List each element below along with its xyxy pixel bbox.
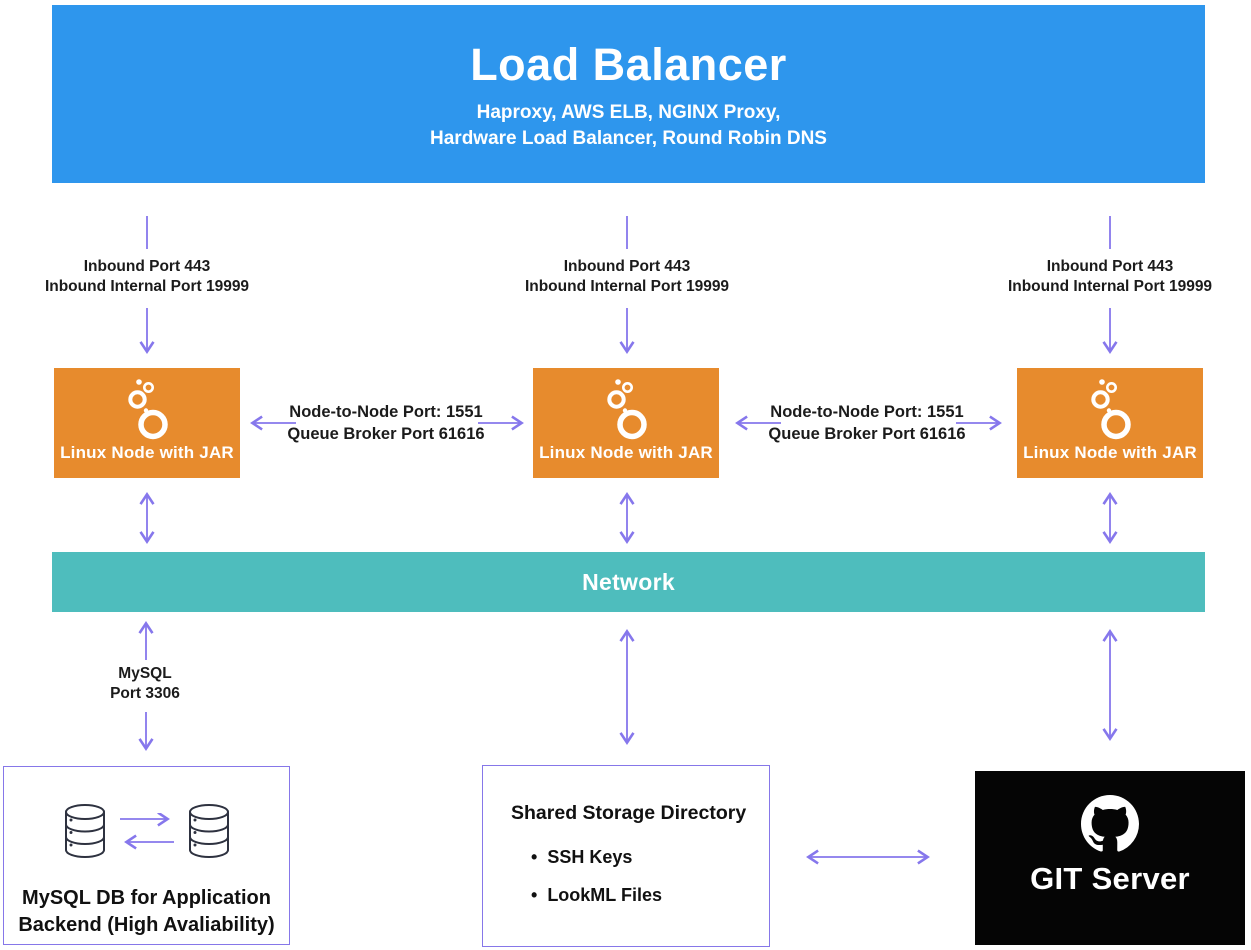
node-link-label-left: Node-to-Node Port: 1551 Queue Broker Por…	[276, 401, 496, 445]
looker-icon	[1091, 379, 1131, 440]
mysql-db-label-line2: Backend (High Avaliability)	[18, 914, 275, 936]
inbound-label-left-line1: Inbound Port 443	[83, 258, 211, 275]
mysql-port-label-line1: MySQL	[118, 665, 172, 682]
linux-node-box-left: Linux Node with JAR	[54, 368, 240, 478]
list-item: SSH Keys	[531, 847, 769, 868]
inbound-label-right-line1: Inbound Port 443	[1046, 258, 1174, 275]
inbound-label-left: Inbound Port 443 Inbound Internal Port 1…	[27, 257, 267, 297]
mysql-db-label-line1: MySQL DB for Application	[22, 887, 271, 909]
linux-node-box-middle: Linux Node with JAR	[533, 368, 719, 478]
node-link-label-right-line1: Node-to-Node Port: 1551	[770, 403, 964, 421]
database-icon	[64, 804, 105, 858]
git-server-label: GIT Server	[1030, 861, 1190, 896]
load-balancer-title: Load Balancer	[470, 39, 787, 90]
looker-icon	[128, 379, 168, 440]
database-icon	[188, 804, 229, 858]
inbound-label-right-line2: Inbound Internal Port 19999	[1007, 278, 1213, 295]
replication-arrows-icon	[119, 813, 174, 850]
mysql-port-label: MySQL Port 3306	[65, 664, 225, 704]
node-link-label-left-line2: Queue Broker Port 61616	[287, 425, 485, 443]
network-label: Network	[582, 568, 675, 595]
load-balancer-subtitle: Haproxy, AWS ELB, NGINX Proxy, Hardware …	[52, 100, 1205, 152]
inbound-label-middle-line2: Inbound Internal Port 19999	[524, 278, 730, 295]
inbound-label-middle: Inbound Port 443 Inbound Internal Port 1…	[507, 257, 747, 297]
node-link-label-left-line1: Node-to-Node Port: 1551	[289, 403, 483, 421]
linux-node-box-right: Linux Node with JAR	[1017, 368, 1203, 478]
inbound-label-left-line2: Inbound Internal Port 19999	[44, 278, 250, 295]
mysql-db-box: MySQL DB for Application Backend (High A…	[3, 766, 290, 945]
database-replication-graphic	[4, 803, 289, 865]
linux-node-label: Linux Node with JAR	[539, 443, 713, 462]
shared-storage-box: Shared Storage Directory SSH Keys LookML…	[482, 765, 770, 947]
network-bar: Network	[52, 552, 1205, 612]
shared-storage-list: SSH Keys LookML Files	[511, 847, 769, 906]
git-server-box: GIT Server	[975, 771, 1245, 945]
inbound-label-right: Inbound Port 443 Inbound Internal Port 1…	[990, 257, 1230, 297]
shared-storage-title: Shared Storage Directory	[511, 802, 747, 824]
github-icon	[1081, 795, 1139, 852]
linux-node-label: Linux Node with JAR	[1023, 443, 1197, 462]
linux-node-label: Linux Node with JAR	[60, 443, 234, 462]
list-item: LookML Files	[531, 885, 769, 906]
looker-icon	[607, 379, 647, 440]
mysql-port-label-line2: Port 3306	[110, 685, 180, 702]
load-balancer-subtitle-line2: Hardware Load Balancer, Round Robin DNS	[430, 128, 827, 149]
load-balancer-subtitle-line1: Haproxy, AWS ELB, NGINX Proxy,	[476, 102, 781, 123]
node-link-label-right-line2: Queue Broker Port 61616	[768, 425, 966, 443]
inbound-label-middle-line1: Inbound Port 443	[563, 258, 691, 275]
mysql-db-label: MySQL DB for Application Backend (High A…	[4, 885, 289, 939]
node-link-label-right: Node-to-Node Port: 1551 Queue Broker Por…	[757, 401, 977, 445]
load-balancer-box: Load Balancer Haproxy, AWS ELB, NGINX Pr…	[52, 5, 1205, 183]
